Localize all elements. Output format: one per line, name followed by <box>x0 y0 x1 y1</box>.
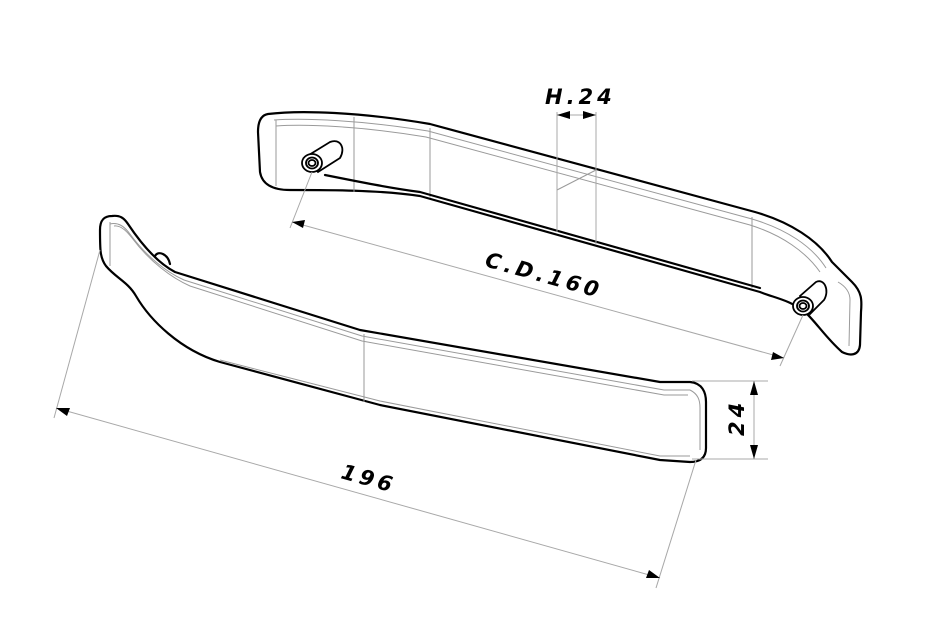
rear-handle-body <box>256 111 863 356</box>
front-handle-bevel-1 <box>109 223 690 391</box>
rear-handle-bevel-top <box>273 118 827 269</box>
front-handle-lower-bevel <box>219 359 690 457</box>
front-handle-body <box>98 214 708 464</box>
rear-handle-bevel-top-2 <box>275 124 821 273</box>
front-hidden-boss <box>153 252 172 266</box>
rear-section-diag <box>556 169 597 191</box>
front-handle-bevel-2 <box>113 225 688 396</box>
front-handle <box>98 214 708 464</box>
rear-handle-right-face <box>837 281 851 347</box>
right-mounting-boss <box>792 280 828 316</box>
dimension-label-h24: H.24 <box>545 85 616 109</box>
dimension-h24: H.24 <box>545 85 616 244</box>
dimension-label-24: 24 <box>725 399 749 436</box>
rear-handle-bottom-edge <box>323 173 762 290</box>
dimension-label-196: 196 <box>339 460 399 498</box>
rear-handle <box>256 111 863 356</box>
dimension-24: 24 <box>692 380 768 460</box>
front-handle-right-face <box>689 389 701 450</box>
dimension-label-cd160: C.D.160 <box>483 248 606 303</box>
